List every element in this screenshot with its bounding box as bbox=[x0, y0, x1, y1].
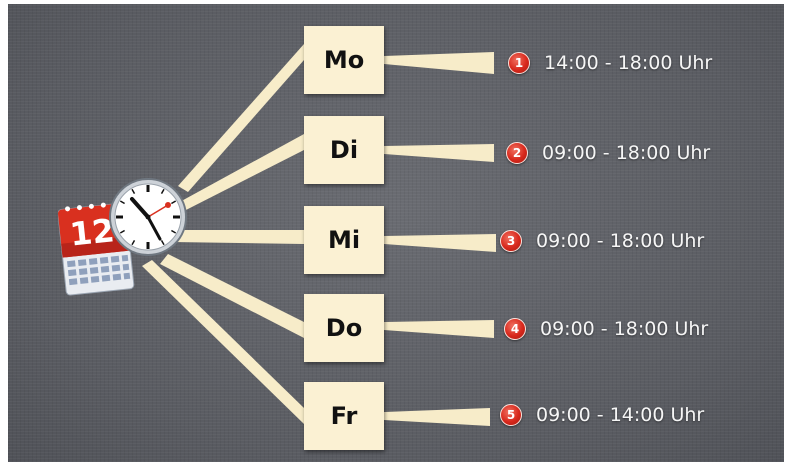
ray-clock-mi bbox=[174, 230, 304, 244]
ray-clock-di bbox=[176, 134, 304, 211]
time-row-di: 2 09:00 - 18:00 Uhr bbox=[506, 142, 710, 164]
diagram-canvas: Mo Di Mi Do Fr 1 14:00 - 18:00 Uhr 2 09:… bbox=[8, 4, 784, 462]
number-badge-1: 1 bbox=[508, 52, 530, 74]
day-box-fr: Fr bbox=[304, 382, 384, 450]
hours-mo: 14:00 - 18:00 Uhr bbox=[544, 52, 713, 74]
ray-di-time bbox=[384, 144, 494, 162]
ray-clock-fr bbox=[142, 260, 304, 424]
day-label-do: Do bbox=[325, 314, 363, 342]
ray-mi-time bbox=[384, 234, 496, 252]
day-box-mo: Mo bbox=[304, 26, 384, 94]
hours-do: 09:00 - 18:00 Uhr bbox=[540, 318, 709, 340]
ray-clock-mo bbox=[178, 44, 304, 192]
hours-di: 09:00 - 18:00 Uhr bbox=[542, 142, 711, 164]
day-box-mi: Mi bbox=[304, 206, 384, 274]
time-row-mi: 3 09:00 - 18:00 Uhr bbox=[500, 230, 704, 252]
day-label-fr: Fr bbox=[330, 402, 358, 430]
time-row-do: 4 09:00 - 18:00 Uhr bbox=[504, 318, 708, 340]
number-badge-3: 3 bbox=[500, 230, 522, 252]
ray-mo-time bbox=[384, 52, 494, 74]
number-badge-5: 5 bbox=[500, 404, 522, 426]
ray-clock-do bbox=[160, 254, 304, 338]
time-row-fr: 5 09:00 - 14:00 Uhr bbox=[500, 404, 704, 426]
day-label-mi: Mi bbox=[327, 226, 361, 254]
day-label-di: Di bbox=[329, 136, 359, 164]
number-badge-4: 4 bbox=[504, 318, 526, 340]
time-row-mo: 1 14:00 - 18:00 Uhr bbox=[508, 52, 712, 74]
hours-mi: 09:00 - 18:00 Uhr bbox=[536, 230, 705, 252]
day-label-mo: Mo bbox=[323, 46, 365, 74]
ray-fr-time bbox=[384, 408, 490, 426]
day-box-di: Di bbox=[304, 116, 384, 184]
number-badge-2: 2 bbox=[506, 142, 528, 164]
ray-do-time bbox=[384, 320, 494, 338]
connector-rays bbox=[142, 44, 496, 426]
clock-icon bbox=[109, 178, 187, 256]
day-box-do: Do bbox=[304, 294, 384, 362]
calendar-day-number: 12 bbox=[68, 211, 116, 253]
hours-fr: 09:00 - 14:00 Uhr bbox=[536, 404, 705, 426]
